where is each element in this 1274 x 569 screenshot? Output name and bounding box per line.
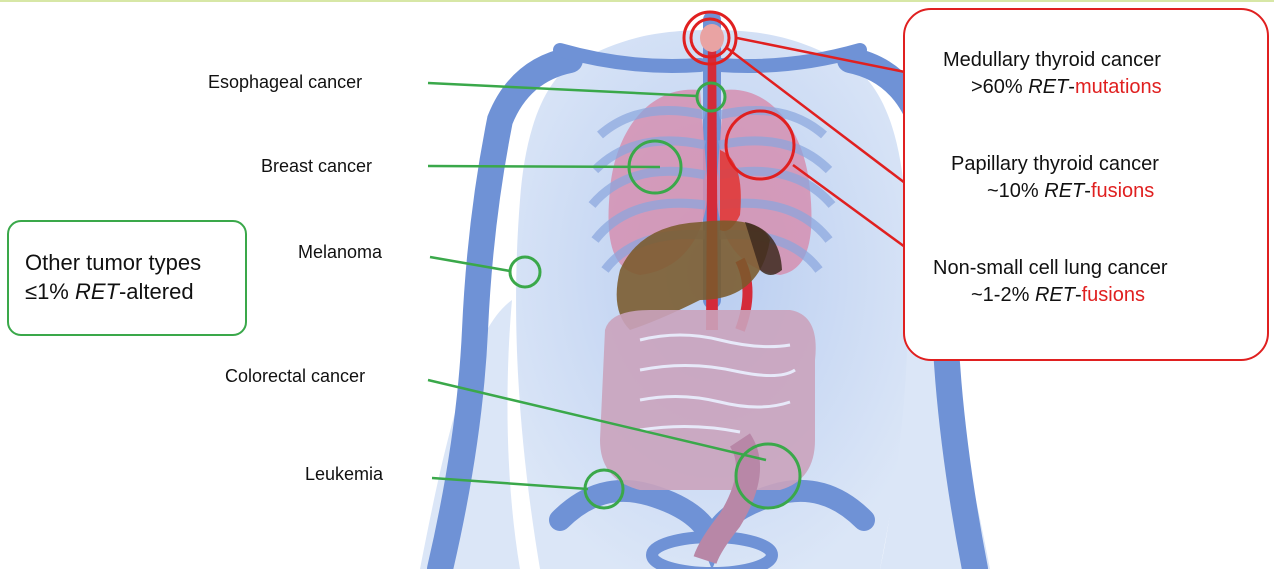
other-tumor-percent: ≤1% — [25, 279, 75, 304]
ret-item-dash: - — [1068, 76, 1075, 98]
ret-item-medullary: Medullary thyroid cancer >60% RET-mutati… — [905, 47, 1267, 101]
ret-alterations-box: Medullary thyroid cancer >60% RET-mutati… — [903, 8, 1269, 361]
ret-item-detail: ~1-2% RET-fusions — [905, 282, 1267, 309]
label-leukemia: Leukemia — [305, 464, 383, 485]
ret-item-dash: - — [1075, 284, 1082, 306]
ret-item-alteration: fusions — [1091, 180, 1154, 202]
ret-item-title: Papillary thyroid cancer — [905, 151, 1267, 178]
other-tumor-suffix: -altered — [119, 279, 194, 304]
ret-item-nsclc: Non-small cell lung cancer ~1-2% RET-fus… — [905, 255, 1267, 309]
ret-item-dash: - — [1084, 180, 1091, 202]
label-esophageal-cancer: Esophageal cancer — [208, 72, 362, 93]
label-melanoma: Melanoma — [298, 242, 382, 263]
other-tumor-line2: ≤1% RET-altered — [25, 277, 201, 306]
ret-item-alteration: fusions — [1082, 284, 1145, 306]
label-colorectal-cancer: Colorectal cancer — [225, 366, 365, 387]
other-tumor-types-text: Other tumor types ≤1% RET-altered — [25, 248, 201, 306]
thyroid — [700, 24, 724, 52]
ret-item-gene: RET — [1035, 284, 1075, 306]
ret-item-detail: >60% RET-mutations — [905, 74, 1267, 101]
other-tumor-gene: RET — [75, 279, 119, 304]
ret-item-title: Non-small cell lung cancer — [905, 255, 1267, 282]
ret-item-gene: RET — [1028, 76, 1068, 98]
ret-item-percent: ~1-2% — [971, 284, 1035, 306]
ret-item-percent: ~10% — [987, 180, 1044, 202]
ret-item-detail: ~10% RET-fusions — [905, 178, 1267, 205]
other-tumor-line1: Other tumor types — [25, 248, 201, 277]
ret-item-title: Medullary thyroid cancer — [905, 47, 1267, 74]
ret-item-gene: RET — [1044, 180, 1084, 202]
other-tumor-types-box: Other tumor types ≤1% RET-altered — [7, 220, 247, 336]
label-breast-cancer: Breast cancer — [261, 156, 372, 177]
ret-item-alteration: mutations — [1075, 76, 1162, 98]
ret-item-percent: >60% — [971, 76, 1028, 98]
ret-item-papillary: Papillary thyroid cancer ~10% RET-fusion… — [905, 151, 1267, 205]
